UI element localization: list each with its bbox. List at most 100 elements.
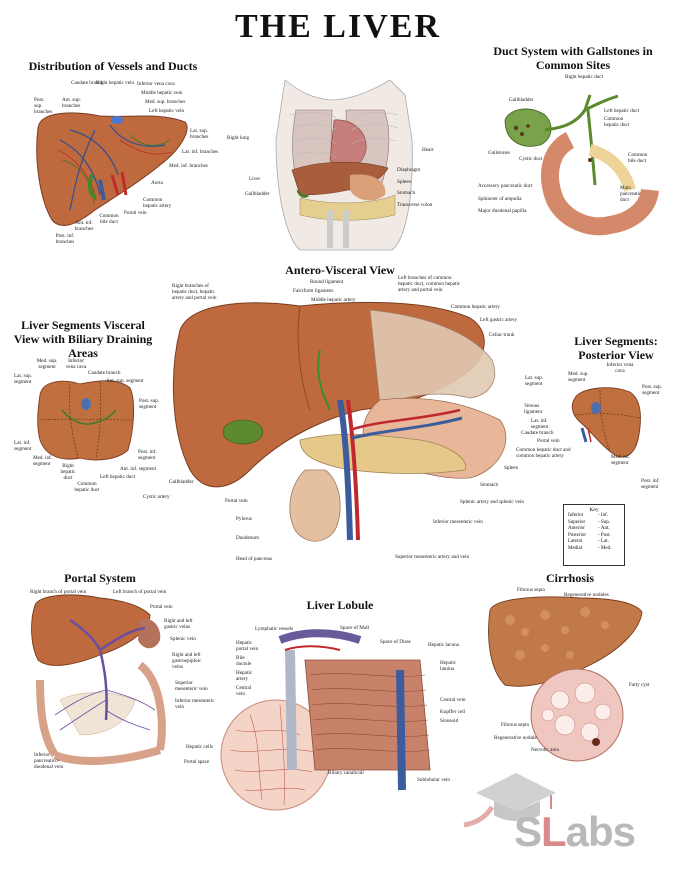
key-title: Key <box>589 507 599 513</box>
label-post-sup-branches: Post. sup. branches <box>34 97 53 115</box>
label-left-gastric-artery: Left gastric artery <box>480 317 518 323</box>
key-row: Medial- Med. <box>568 545 612 551</box>
label-fibrous-septa: Fibrous septa <box>517 587 545 593</box>
label-seg-med-inf: Med. inf. segment <box>33 455 53 467</box>
label-lat-inf-branches: Lat. inf. branches <box>182 149 219 155</box>
label-post-lat-inf: Lat. inf. segment <box>531 418 549 430</box>
label-bile-ductule: Bile ductule <box>236 655 252 667</box>
label-regenerative-nodules: Regenerative nodules <box>564 592 609 598</box>
label-middle-hepatic-vein: Middle hepatic vein <box>141 90 183 96</box>
label-common-bile-duct-2: Common bile duct <box>628 152 648 164</box>
label-post-lat-sup: Lat. sup. segment <box>525 375 544 387</box>
label-central-vein-2: Central vein <box>440 697 466 703</box>
label-sphincter-of-ampulla: Sphincter of ampulla <box>478 196 522 202</box>
label-inferior-vena-cava: Inferior vena cava <box>137 81 175 87</box>
label-portal-space: Portal space <box>184 759 210 765</box>
label-hepatic-cells: Hepatic cells <box>186 744 213 750</box>
graduation-cap-icon <box>476 773 556 811</box>
label-sublobular-vein: Sublobular vein <box>417 777 450 783</box>
label-duodenum: Duodenum <box>236 535 260 541</box>
label-portal-vein-3: Portal vein <box>150 604 173 610</box>
portal-title: Portal System <box>64 571 136 585</box>
label-stomach: Stomach <box>397 190 416 196</box>
label-seg-common-hepatic-duct: Common hepatic duct <box>74 481 100 493</box>
key-row: Posterior- Post. <box>568 532 611 538</box>
label-hepatic-lacuna: Hepatic lacuna <box>428 642 459 648</box>
label-gastric-veins: Right and left gastric veins <box>164 618 193 630</box>
label-seg-post-inf: Post. inf. segment <box>138 449 157 461</box>
label-central-vein: Central vein <box>236 685 252 697</box>
label-necrotic-area: Necrotic area <box>531 747 559 753</box>
label-ant-inf-branches: Ant. inf. branches <box>74 220 94 232</box>
label-gastroepiploic-veins: Right and left gastroepiploic veins <box>172 652 202 670</box>
label-gallbladder: Gallbladder <box>245 191 270 197</box>
label-lymphatic-vessels: Lymphatic vessels <box>255 626 294 632</box>
label-kupffer-cell: Kupffer cell <box>440 709 466 715</box>
label-space-of-disse: Space of Disse <box>380 639 411 645</box>
label-post-med-inf: Med. inf. segment <box>611 454 631 466</box>
label-inferior-mesenteric-vein: Inferior mesenteric vein <box>433 519 483 525</box>
label-regenerative-nodule: Regenerative nodule <box>494 735 537 741</box>
label-caudate-branch: Caudate branch <box>71 80 104 86</box>
label-hepatic-portal-vein: Hepatic portal vein <box>236 640 259 652</box>
label-liver: Liver <box>249 176 261 182</box>
antero-title: Antero-Visceral View <box>285 263 395 277</box>
label-post-ivc: Inferior vena cava <box>606 362 634 374</box>
label-pylorus: Pylorus <box>236 516 252 522</box>
label-transverse-colon: Transverse colon <box>397 202 433 208</box>
label-cystic-duct: Cystic duct <box>519 156 543 162</box>
duct-title: Duct System with Gallstones in Common Si… <box>493 44 653 72</box>
label-splenic-vein: Splenic vein <box>170 636 196 642</box>
label-post-caudate-branch: Caudate branch <box>521 430 554 436</box>
label-sinusoid: Sinusoid <box>440 718 459 724</box>
label-splenic-artery-vein: Splenic artery and splenic vein <box>460 499 524 505</box>
label-seg-left-hepatic-duct: Left hepatic duct <box>100 474 136 480</box>
label-round-ligament: Round ligament <box>310 279 344 285</box>
key-row: Inferior- Inf. <box>568 513 609 518</box>
label-superior-mesenteric-artery-vein: Superior mesenteric artery and vein <box>395 554 470 560</box>
label-heart: Heart <box>422 147 434 153</box>
label-spleen-2: Spleen <box>504 465 519 471</box>
label-portal-vein-2: Portal vein <box>225 498 248 504</box>
label-seg-lat-sup: Lat. sup. segment <box>14 373 33 385</box>
label-med-sup-branches: Med. sup. branches <box>145 99 186 105</box>
label-gallstones: Gallstones <box>488 150 510 156</box>
label-seg-med-sup: Med. sup. segment <box>36 358 58 370</box>
label-main-pancreatic-duct: Main pancreatic duct <box>620 185 642 203</box>
label-seg-ant-inf: Ant. inf. segment <box>120 466 157 472</box>
label-left-branch-portal-vein: Left branch of portal vein <box>113 589 167 595</box>
label-head-of-pancreas: Head of pancreas <box>236 556 273 562</box>
label-right-lung: Right lung <box>227 135 250 141</box>
label-fibrous-septa-2: Fibrous septa <box>501 722 529 728</box>
label-left-hepatic-duct: Left hepatic duct <box>604 108 640 114</box>
key-row: Anterior- Ant. <box>568 526 610 532</box>
label-post-inf-branches: Post. inf. branches <box>55 233 75 245</box>
abbreviation-key: Key Inferior- Inf. Superior- Sup. Anteri… <box>563 504 625 566</box>
label-post-portal-vein: Portal vein <box>537 438 560 444</box>
label-med-inf-branches: Med. inf. branches <box>169 163 208 169</box>
label-seg-post-sup: Post. sup. segment <box>139 398 160 410</box>
label-celiac-trunk: Celiac trunk <box>489 332 515 338</box>
label-left-branches: Left branches of common hepatic duct, co… <box>398 275 461 293</box>
label-seg-right-hepatic-duct: Right hepatic duct <box>60 463 76 481</box>
label-right-branch-portal-vein: Right branch of portal vein <box>30 589 87 595</box>
label-middle-hepatic-artery: Middle hepatic artery <box>311 297 356 303</box>
label-ant-sup-branches: Ant. sup. branches <box>62 97 81 109</box>
label-hepatic-artery: Hepatic artery <box>236 670 253 682</box>
label-left-hepatic-vein: Left hepatic vein <box>149 108 185 114</box>
label-superior-mesenteric-vein: Superior mesenteric vein <box>175 680 208 692</box>
segments-posterior-title: Liver Segments: Posterior View <box>574 334 658 362</box>
label-stomach-2: Stomach <box>480 482 499 488</box>
segments-visceral-title: Liver Segments Visceral View with Biliar… <box>13 318 153 360</box>
label-seg-ant-sup: Ant. sup. segment <box>106 378 144 384</box>
key-row: Superior- Sup. <box>568 519 610 525</box>
label-portal-vein: Portal vein <box>124 210 147 216</box>
label-common-hepatic-duct: Common hepatic duct <box>604 116 630 128</box>
